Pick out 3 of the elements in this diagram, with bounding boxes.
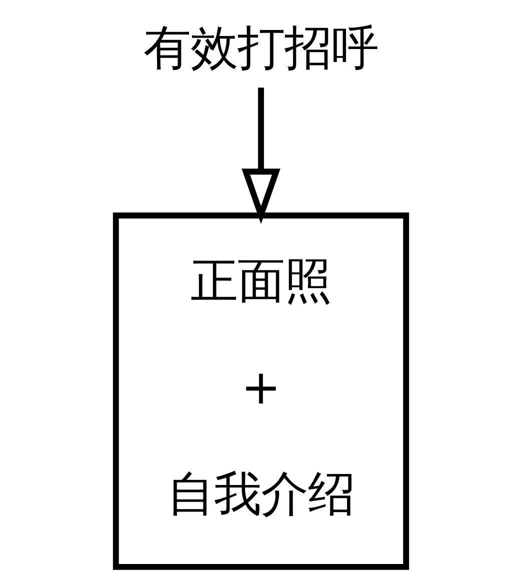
node-box: 正面照 + 自我介绍 <box>112 212 410 570</box>
arrow <box>242 88 280 224</box>
node-text: 有效打招呼 <box>144 20 378 76</box>
